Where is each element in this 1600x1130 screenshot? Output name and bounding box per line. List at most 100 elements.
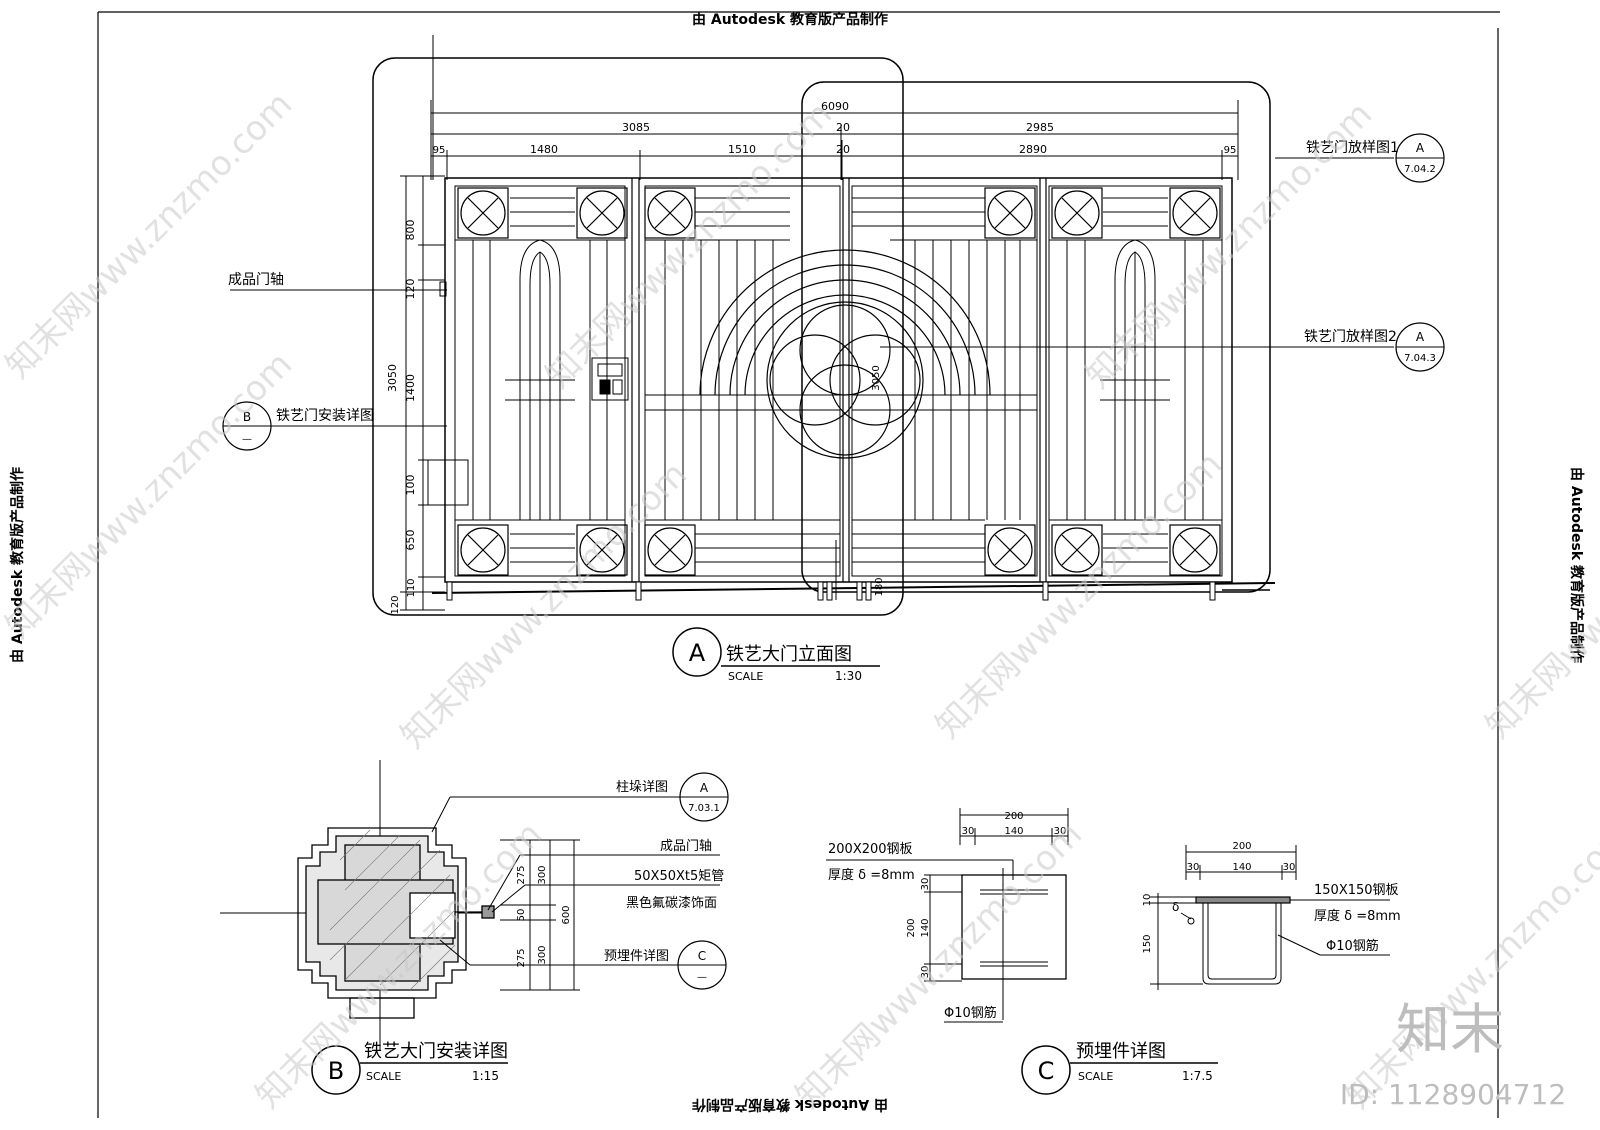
sec-dim-left-a: 10 xyxy=(1142,894,1153,907)
sec-dim-a: 30 xyxy=(1187,862,1200,873)
dim-gap: 20 xyxy=(836,121,850,134)
embed-ref-marker: C — xyxy=(677,940,727,990)
callout-embed: 预埋件详图 xyxy=(604,949,669,964)
watermarks: 知末网www.znzmo.com 知末网www.znzmo.com 知末网www… xyxy=(0,84,1600,1116)
medallion-icon xyxy=(1169,187,1221,239)
watermark-text: 知末网www.znzmo.com xyxy=(393,454,695,756)
dim-b-c: 275 xyxy=(516,948,527,967)
elevation-marker: A xyxy=(689,639,706,667)
sec-plate: 150X150钢板 xyxy=(1314,883,1399,898)
banner-top: 由 Autodesk 教育版产品制作 xyxy=(692,11,888,28)
plan-rebar: Φ10钢筋 xyxy=(944,1005,997,1021)
svg-text:—: — xyxy=(242,434,252,445)
detail-b: 275 50 275 300 300 600 柱垛详图 A 7.03.1 成品门… xyxy=(220,760,729,1095)
svg-text:7.03.1: 7.03.1 xyxy=(688,803,720,814)
svg-text:—: — xyxy=(697,972,707,983)
sample2-ref-marker: A 7.04.3 xyxy=(1395,322,1445,372)
revision-box-right xyxy=(801,81,1271,593)
plan-dim-b: 140 xyxy=(1004,826,1023,837)
sample1-ref-marker: A 7.04.2 xyxy=(1395,133,1445,183)
embed-plan xyxy=(924,808,1069,1020)
detail-c: 200 30 140 30 200 30 140 30 200X200钢板 厚度… xyxy=(826,808,1401,1095)
elevation-a: 6090 3085 20 2985 95 1480 1510 20 2890 9… xyxy=(222,35,1445,683)
plan-plate: 200X200钢板 xyxy=(828,842,913,857)
dim-b-d: 300 xyxy=(537,865,548,884)
detail-c-title-block: C 预埋件详图 SCALE 1:7.5 xyxy=(1021,1041,1218,1095)
watermark-text: 知末网www.znzmo.com xyxy=(538,94,840,396)
medallion-icon xyxy=(644,187,696,239)
brand-id: ID: 1128904712 xyxy=(1340,1078,1566,1111)
medallion-icon xyxy=(576,187,628,239)
medallion-icon xyxy=(457,524,509,576)
sec-dim-b: 140 xyxy=(1232,862,1251,873)
sec-dim-left-b: 150 xyxy=(1142,934,1153,953)
plan-dim-left-total: 200 xyxy=(906,918,917,937)
detail-c-title: 预埋件详图 xyxy=(1076,1041,1166,1062)
callout-hinge: 成品门轴 xyxy=(228,272,284,288)
dim-right-total: 2985 xyxy=(1026,121,1054,134)
detail-b-title: 铁艺大门安装详图 xyxy=(364,1041,508,1062)
gate-frame xyxy=(431,177,1276,594)
svg-text:C: C xyxy=(698,949,706,963)
watermark-text: 知末网www.znzmo.com xyxy=(1078,94,1380,396)
dim-b-e: 300 xyxy=(537,945,548,964)
gate-panel-3 xyxy=(851,185,1038,577)
revision-box-left xyxy=(372,57,904,616)
dim-lines-top xyxy=(430,100,1239,180)
sec-dim-c: 30 xyxy=(1283,862,1296,873)
medallion-icon xyxy=(1051,524,1103,576)
gate-feet xyxy=(446,581,1270,601)
detail-c-marker: C xyxy=(1038,1057,1055,1085)
detail-c-scale: 1:7.5 xyxy=(1182,1069,1213,1083)
plan-dim-total: 200 xyxy=(1004,811,1023,822)
medallion-icon xyxy=(1051,187,1103,239)
svg-text:A: A xyxy=(1416,141,1425,155)
callout-sample1: 铁艺门放样图1 xyxy=(1306,140,1399,156)
dim-leaf1: 1480 xyxy=(530,143,558,156)
dim-b-f: 600 xyxy=(561,905,572,924)
callout-pillar: 柱垛详图 xyxy=(616,780,668,795)
medallion-icon xyxy=(457,187,509,239)
detail-b-scale: 1:15 xyxy=(472,1069,499,1083)
detail-c-scale-label: SCALE xyxy=(1078,1070,1113,1083)
brand-logo: 知末 xyxy=(1396,998,1504,1061)
plan-thickness: 厚度 δ =8mm xyxy=(828,867,915,883)
dim-mid: 3050 xyxy=(871,365,882,390)
watermark-text: 知末网www.znzmo.com xyxy=(0,84,300,386)
dim-b-a: 275 xyxy=(516,865,527,884)
pillar-hatch xyxy=(329,829,456,991)
pillar-section xyxy=(297,827,495,1019)
plan-dim-left-b: 140 xyxy=(920,918,931,937)
banner-bottom: 由 Autodesk 教育版产品制作 xyxy=(692,1096,888,1113)
plan-dim-c: 30 xyxy=(1054,826,1067,837)
svg-text:A: A xyxy=(1416,330,1425,344)
callout-install: 铁艺门安装详图 xyxy=(276,408,374,424)
dim-left-800: 800 xyxy=(404,220,417,241)
elevation-title-block: A 铁艺大门立面图 SCALE 1:30 xyxy=(672,627,880,683)
elevation-scale: 1:30 xyxy=(835,669,862,683)
watermark-text: 知末网www.znzmo.com xyxy=(0,344,300,646)
plan-dim-a: 30 xyxy=(962,826,975,837)
dim-edge-left: 95 xyxy=(433,145,446,156)
gate-panel-1 xyxy=(454,185,626,577)
hinge-post xyxy=(427,280,469,506)
medallion-icon xyxy=(984,524,1036,576)
sec-dim-total: 200 xyxy=(1232,841,1251,852)
medallion-icon xyxy=(984,187,1036,239)
svg-text:7.04.2: 7.04.2 xyxy=(1404,164,1436,175)
dim-left-120: 120 xyxy=(404,279,417,300)
callout-finish: 黑色氟碳漆饰面 xyxy=(626,895,717,911)
elevation-scale-label: SCALE xyxy=(728,670,763,683)
callout-sample2: 铁艺门放样图2 xyxy=(1304,329,1397,345)
plan-dim-left-c: 30 xyxy=(920,966,931,979)
sec-delta: δ xyxy=(1172,900,1179,914)
plan-dim-left-a: 30 xyxy=(920,878,931,891)
sec-thickness: 厚度 δ =8mm xyxy=(1314,908,1401,924)
dim-left-1400: 1400 xyxy=(404,374,417,402)
dim-left-120b: 120 xyxy=(390,595,401,614)
dim-left-total: 3085 xyxy=(622,121,650,134)
svg-text:B: B xyxy=(243,410,251,424)
watermark-text: 知末网www.znzmo.com xyxy=(1338,814,1600,1116)
dim-gap2: 20 xyxy=(836,143,850,156)
